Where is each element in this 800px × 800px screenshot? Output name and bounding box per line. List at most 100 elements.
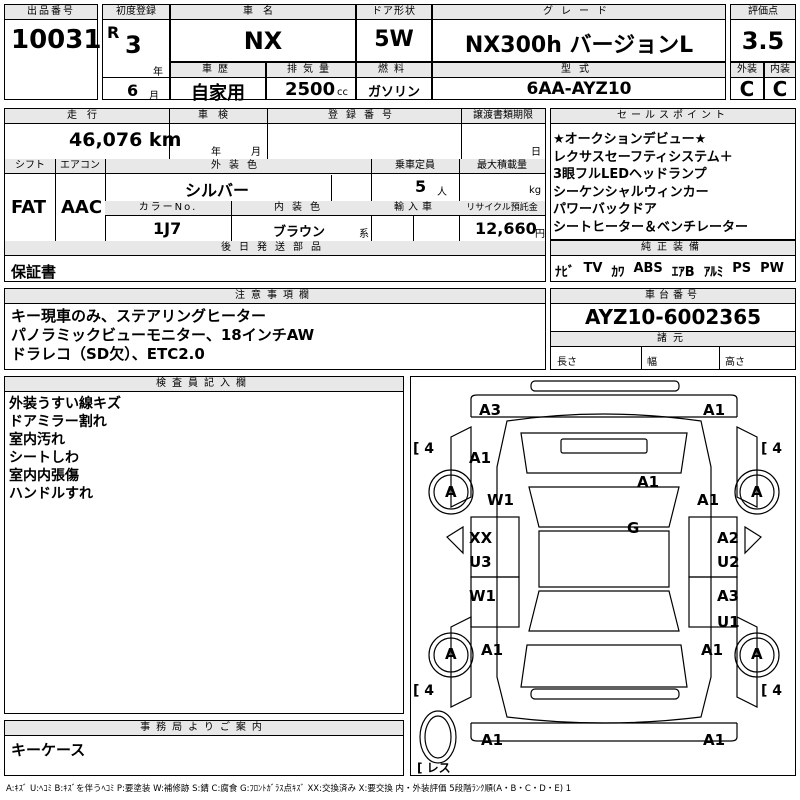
later-parts-label: 後日発送部品 — [5, 241, 545, 256]
inspector-line: 室内汚れ — [9, 432, 65, 448]
equipment-item: TV — [583, 261, 603, 276]
equipment-label: 純正装備 — [551, 241, 795, 256]
model-cell: 型式 6AA-AYZ10 — [432, 62, 726, 100]
lot-label: 出品番号 — [5, 5, 97, 20]
shift-label: シフト — [5, 159, 55, 174]
grade-label: グレード — [433, 5, 725, 20]
mark-tire-fr: [ 4 — [761, 441, 783, 457]
chassis-number: AYZ10-6002365 — [584, 305, 762, 329]
shift-value: FAT — [11, 197, 47, 218]
later-parts-value: 保証書 — [11, 263, 57, 281]
height-label: 高さ — [725, 357, 745, 368]
mark-a1-bottom-right: A1 — [703, 731, 726, 749]
score-value: 3.5 — [741, 27, 785, 55]
door-value: 5W — [374, 27, 414, 52]
plate-label: 登録番号 — [267, 109, 461, 124]
chassis-block: 車台番号 AYZ10-6002365 諸元 長さ 幅 高さ — [550, 288, 796, 370]
header-block: 出品番号 10031 初度登録 R 3 年 6 月 車名 NX ドア形状 5W … — [4, 4, 796, 104]
mark-a-wheel-rr: A — [751, 645, 763, 663]
registration-cell: 初度登録 R 3 年 6 月 — [102, 4, 170, 102]
reg-month: 6 — [127, 81, 139, 100]
displacement-value: 2500 — [285, 79, 336, 100]
mark-w1-rear-left: W1 — [469, 587, 496, 605]
ext-cell: 外装 C — [730, 62, 764, 101]
mark-a2-right: A2 — [717, 529, 740, 547]
car-diagram: A3 A1 [ 4 [ 4 A1 A1 A1 W1 A A G XX U3 A2… — [410, 376, 796, 776]
mark-a1-rl: A1 — [481, 641, 504, 659]
mark-a-wheel-rl: A — [445, 645, 457, 663]
equipment-item: ﾅﾋﾞ — [555, 265, 575, 280]
fuel-cell: 燃料 ガソリン — [356, 62, 432, 100]
lot-number: 10031 — [11, 25, 102, 55]
ext-value: C — [739, 77, 755, 101]
sales-point: ★オークションデビュー★ — [553, 132, 707, 147]
equipment-item: ｴｱB — [671, 265, 695, 280]
grade-cell: グレード NX300h バージョンL — [432, 4, 726, 62]
model-label: 型式 — [433, 63, 725, 78]
transfer-day-unit: 日 — [531, 147, 541, 158]
interior-label: 内装色 — [231, 201, 371, 216]
mark-u2-right: U2 — [717, 553, 740, 571]
displacement-unit: cc — [337, 87, 348, 98]
mark-a1-front-right: A1 — [703, 401, 726, 419]
mark-tire-rl: [ 4 — [413, 683, 435, 699]
displacement-label: 排気量 — [267, 63, 355, 78]
equipment-block: 純正装備 ﾅﾋﾞ TV ｶﾜ ABS ｴｱB ｱﾙﾐ PS PW — [550, 240, 796, 282]
interior-unit: 系 — [359, 229, 369, 240]
mark-a3-front-left: A3 — [479, 401, 502, 419]
score-cell: 評価点 3.5 — [730, 4, 796, 62]
int-value: C — [772, 77, 788, 101]
history-value: 自家用 — [191, 83, 245, 104]
interior-value: ブラウン — [273, 225, 326, 240]
recycle-value: 12,660 — [475, 219, 537, 238]
inspection-label: 車検 — [169, 109, 267, 124]
inspector-label: 検査員記入欄 — [5, 377, 403, 392]
mark-a3-rear-right: A3 — [717, 587, 740, 605]
office-label: 事務局よりご案内 — [5, 721, 403, 736]
mileage-label: 走行 — [5, 109, 169, 124]
name-cell: 車名 NX — [170, 4, 356, 62]
mark-a1-rr: A1 — [701, 641, 724, 659]
sales-points-list: ★オークションデビュー★ レクサスセーフティシステム＋ 3眼フルLEDヘッドラン… — [553, 131, 748, 236]
name-value: NX — [243, 27, 283, 55]
equipment-item: PW — [760, 261, 784, 276]
grade-value: NX300h バージョンL — [464, 33, 694, 58]
mark-u1-right: U1 — [717, 613, 740, 631]
load-unit: kg — [529, 185, 542, 196]
transfer-label: 譲渡書類期限 — [461, 109, 545, 124]
inspector-block: 検査員記入欄 外装うすい線キズ ドアミラー割れ 室内汚れ シートしわ 室内内張傷… — [4, 376, 404, 714]
equipment-item: ｶﾜ — [611, 265, 625, 280]
mark-a-wheel-fr: A — [751, 483, 763, 501]
fuel-label: 燃料 — [357, 63, 431, 78]
mileage-value: 46,076 km — [69, 129, 182, 151]
int-cell: 内装 C — [764, 62, 796, 101]
mark-a1-hood-right: A1 — [637, 473, 660, 491]
reg-era: R — [107, 23, 120, 42]
displacement-cell: 排気量 2500 cc — [266, 62, 356, 100]
sales-points-label: セールスポイント — [551, 109, 795, 124]
note-line: ドラレコ（SD欠）、ETC2.0 — [11, 345, 205, 363]
lot-cell: 出品番号 10031 — [4, 4, 102, 100]
history-label: 車歴 — [171, 63, 265, 78]
colorno-label: カラーNo. — [105, 201, 231, 216]
mark-a-wheel-fl: A — [445, 483, 457, 501]
mark-spare: [ レス — [417, 761, 451, 775]
mark-xx-left: XX — [469, 529, 493, 547]
legend-footer: A:ｷｽﾞ U:ﾍｺﾐ B:ｷｽﾞを伴うﾍｺﾐ P:要塗装 W:補修跡 S:錆 … — [6, 784, 572, 794]
import-label: 輸入車 — [371, 201, 459, 216]
mark-a1-roof-right: A1 — [697, 491, 720, 509]
chassis-label: 車台番号 — [551, 289, 795, 304]
note-line: パノラミックビューモニター、18インチAW — [11, 326, 315, 344]
inspector-line: 室内内張傷 — [9, 468, 79, 484]
color-label: 外装色 — [105, 159, 371, 174]
inspector-line: ハンドルすれ — [9, 486, 93, 502]
sales-points-block: セールスポイント ★オークションデビュー★ レクサスセーフティシステム＋ 3眼フ… — [550, 108, 796, 240]
equipment-item: PS — [732, 261, 752, 276]
equipment-item: ABS — [633, 261, 663, 276]
capacity-value: 5 — [415, 177, 427, 196]
equipment-item: ｱﾙﾐ — [703, 265, 724, 280]
door-cell: ドア形状 5W — [356, 4, 432, 62]
load-label: 最大積載量 — [459, 159, 545, 174]
reg-year: 3 — [125, 31, 142, 59]
insp-month-unit: 月 — [251, 147, 261, 158]
